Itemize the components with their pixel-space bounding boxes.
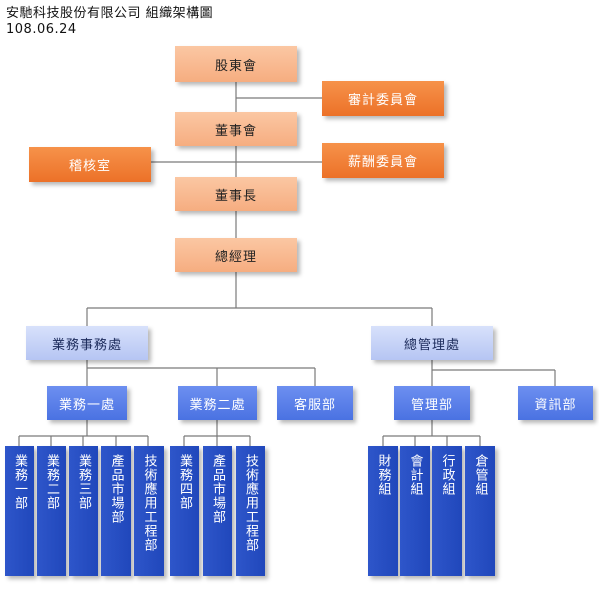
unit-label: 業務二部 — [44, 454, 59, 510]
shareholders-meeting-node: 股東會 — [175, 46, 297, 82]
internal-audit-node: 稽核室 — [29, 147, 151, 182]
unit-warehouse: 倉管組 — [465, 446, 495, 576]
remuneration-committee-node: 薪酬委員會 — [322, 143, 444, 178]
unit-sales-4: 業務四部 — [170, 446, 199, 576]
node-label: 董事長 — [214, 188, 257, 204]
management-dept-node: 管理部 — [394, 386, 470, 420]
node-label: 董事會 — [214, 123, 257, 139]
node-label: 管理部 — [410, 397, 453, 413]
unit-label: 業務四部 — [177, 454, 192, 510]
unit-finance: 財務組 — [368, 446, 398, 576]
sales-dept-2-node: 業務二處 — [178, 386, 257, 420]
node-label: 薪酬委員會 — [347, 155, 418, 170]
node-label: 股東會 — [214, 58, 257, 74]
business-affairs-division-node: 業務事務處 — [26, 326, 148, 360]
node-label: 總經理 — [214, 249, 257, 265]
unit-label: 會計組 — [407, 454, 423, 496]
general-management-division-node: 總管理處 — [371, 326, 493, 360]
customer-service-node: 客服部 — [277, 386, 353, 420]
node-label: 審計委員會 — [347, 93, 418, 108]
unit-tech-app-eng-2: 技術應用工程部 — [236, 446, 265, 576]
unit-sales-1: 業務一部 — [5, 446, 34, 576]
unit-label: 產品市場部 — [108, 454, 124, 524]
node-label: 總管理處 — [403, 337, 460, 353]
chart-title: 安馳科技股份有限公司 組織架構圖 — [6, 6, 214, 21]
board-of-directors-node: 董事會 — [175, 112, 297, 146]
sales-dept-1-node: 業務一處 — [47, 386, 127, 420]
unit-label: 產品市場部 — [210, 454, 225, 524]
general-manager-node: 總經理 — [175, 238, 297, 272]
unit-label: 倉管組 — [472, 454, 488, 496]
node-label: 稽核室 — [68, 159, 111, 174]
node-label: 業務二處 — [189, 397, 246, 413]
unit-product-marketing-1: 產品市場部 — [101, 446, 131, 576]
chart-date: 108.06.24 — [6, 22, 77, 37]
unit-label: 業務一部 — [12, 454, 27, 510]
unit-sales-3: 業務三部 — [69, 446, 98, 576]
node-label: 業務一處 — [58, 397, 115, 413]
unit-administration: 行政組 — [432, 446, 462, 576]
unit-tech-app-eng-1: 技術應用工程部 — [134, 446, 164, 576]
unit-label: 業務三部 — [76, 454, 91, 510]
unit-product-marketing-2: 產品市場部 — [203, 446, 232, 576]
unit-label: 技術應用工程部 — [141, 454, 157, 552]
unit-label: 技術應用工程部 — [243, 454, 258, 552]
unit-sales-2: 業務二部 — [37, 446, 66, 576]
node-label: 業務事務處 — [51, 337, 122, 353]
it-dept-node: 資訊部 — [518, 386, 593, 420]
unit-accounting: 會計組 — [400, 446, 430, 576]
node-label: 資訊部 — [534, 397, 577, 413]
unit-label: 財務組 — [375, 454, 391, 496]
chairman-node: 董事長 — [175, 177, 297, 211]
node-label: 客服部 — [293, 397, 336, 413]
audit-committee-node: 審計委員會 — [322, 81, 444, 116]
unit-label: 行政組 — [439, 454, 455, 496]
